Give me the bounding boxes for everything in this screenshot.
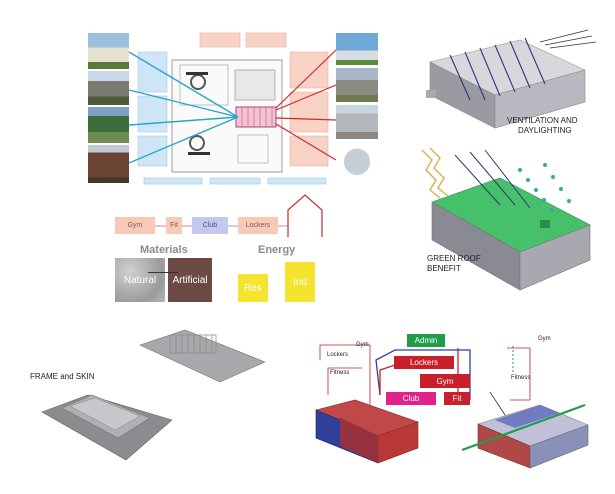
program-admin: Admin xyxy=(407,334,445,347)
program-fit: Fit xyxy=(444,392,470,405)
program-left-gym: Gym xyxy=(356,342,369,349)
program-left-lockers: Lockers xyxy=(327,352,348,359)
program-right-gym: Gym xyxy=(538,336,551,343)
program-right-fitness: Fitness xyxy=(511,375,530,382)
program-club: Club xyxy=(386,392,436,405)
program-gym: Gym xyxy=(420,374,470,388)
program-lockers: Lockers xyxy=(394,356,454,369)
program-left-fitness: Fitness xyxy=(330,370,349,377)
